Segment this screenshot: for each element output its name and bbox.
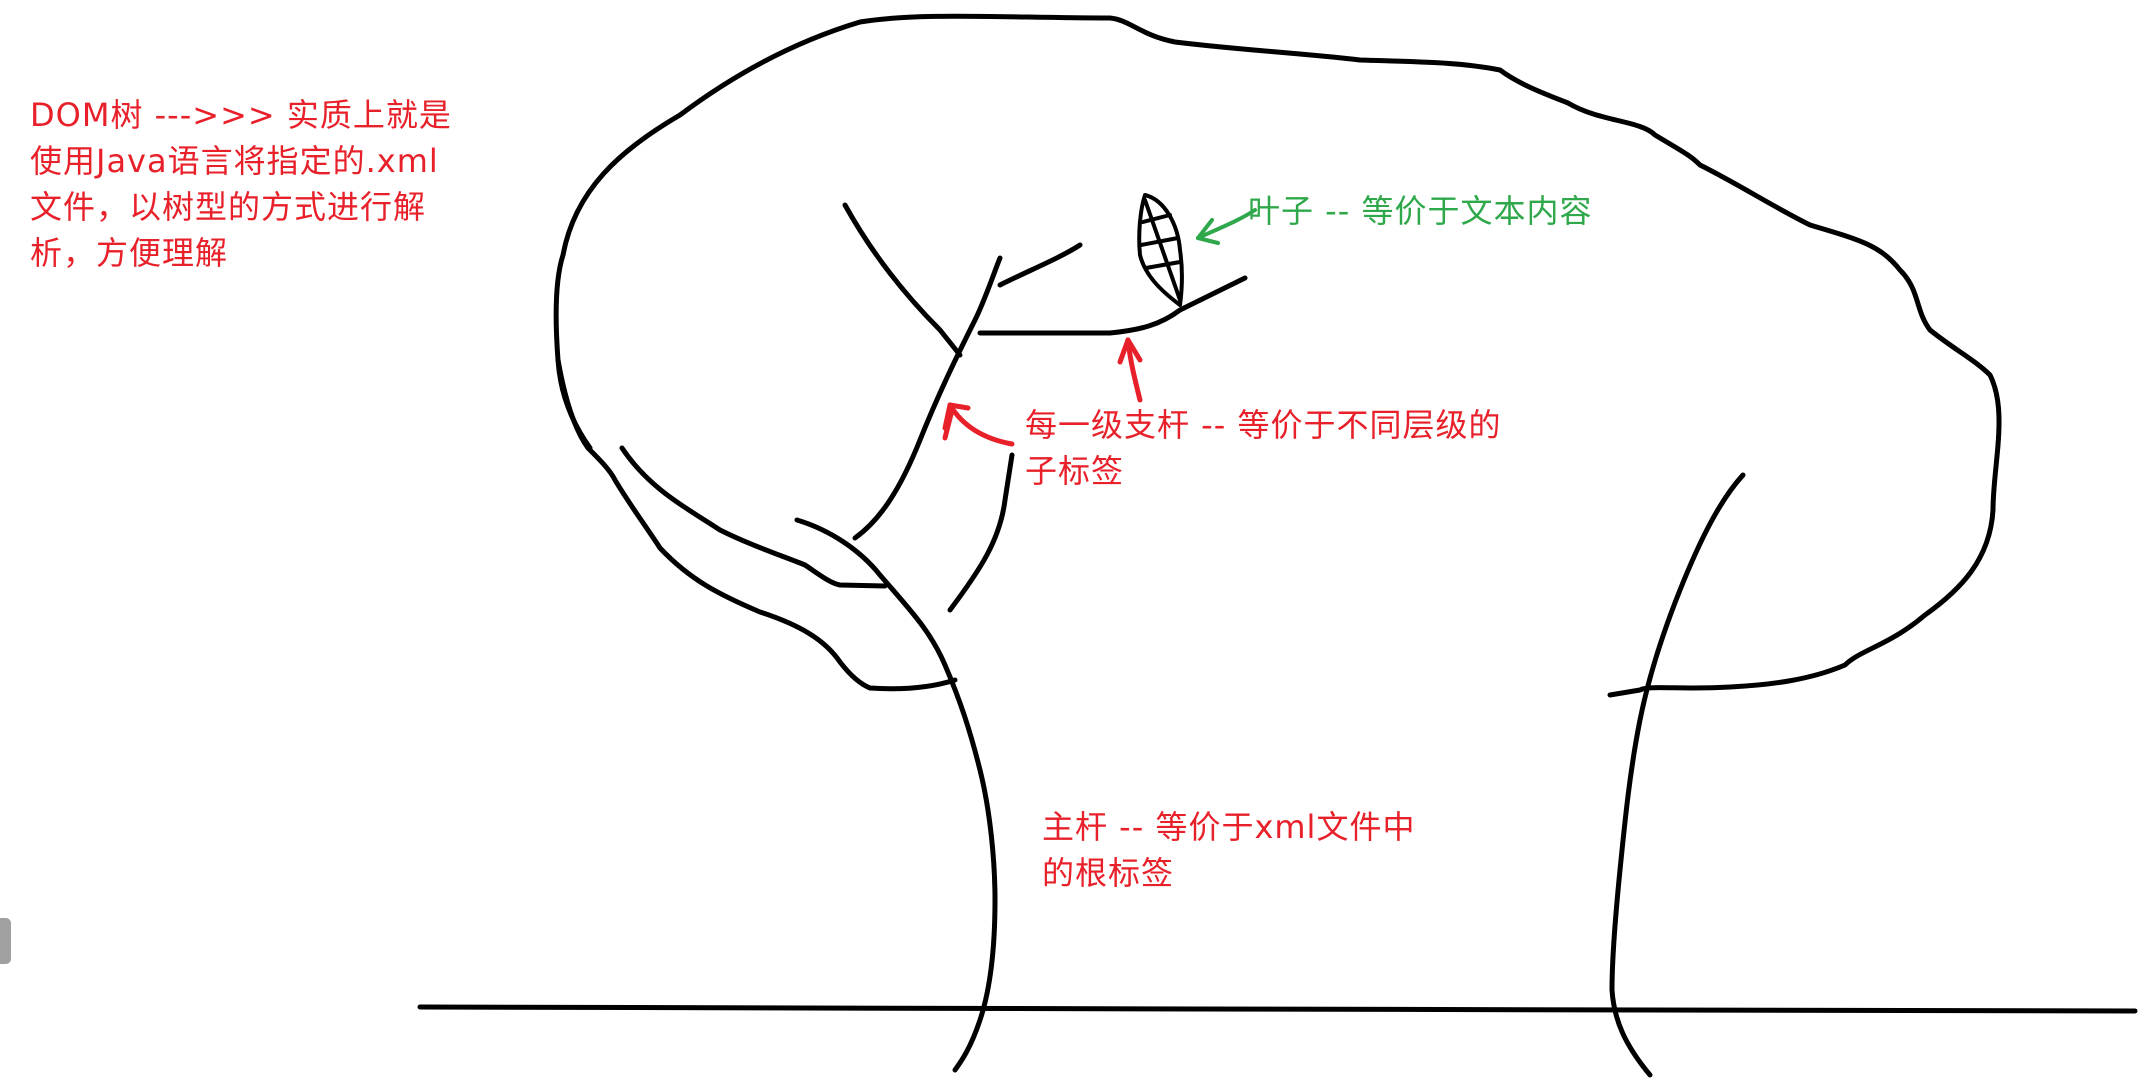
main-branch bbox=[852, 255, 1003, 541]
trunk-right bbox=[1609, 472, 1746, 1078]
small-twig bbox=[997, 242, 1083, 288]
ground-line bbox=[417, 1004, 2138, 1014]
horizontal-branch bbox=[977, 275, 1248, 336]
branch-note: 每一级支杆 -- 等价于不同层级的 子标签 bbox=[1025, 406, 1502, 490]
leaf-icon bbox=[1137, 193, 1184, 307]
canopy-outline bbox=[553, 13, 2002, 698]
red-arrow-icon bbox=[942, 402, 1015, 447]
trunk-left bbox=[794, 517, 998, 1073]
branch-elbow bbox=[842, 202, 963, 358]
red-arrow-icon bbox=[1117, 337, 1143, 403]
leaf-note: 叶子 -- 等价于文本内容 bbox=[1248, 192, 1593, 230]
lower-branch bbox=[619, 445, 888, 589]
canopy-left-edge bbox=[555, 357, 958, 692]
dom-tree-note: DOM树 --->>> 实质上就是 使用Java语言将指定的.xml 文件，以树… bbox=[30, 96, 452, 272]
green-arrow-icon bbox=[1196, 208, 1257, 245]
trunk-note: 主杆 -- 等价于xml文件中 的根标签 bbox=[1042, 808, 1416, 892]
side-scroll-tab[interactable] bbox=[0, 918, 11, 964]
